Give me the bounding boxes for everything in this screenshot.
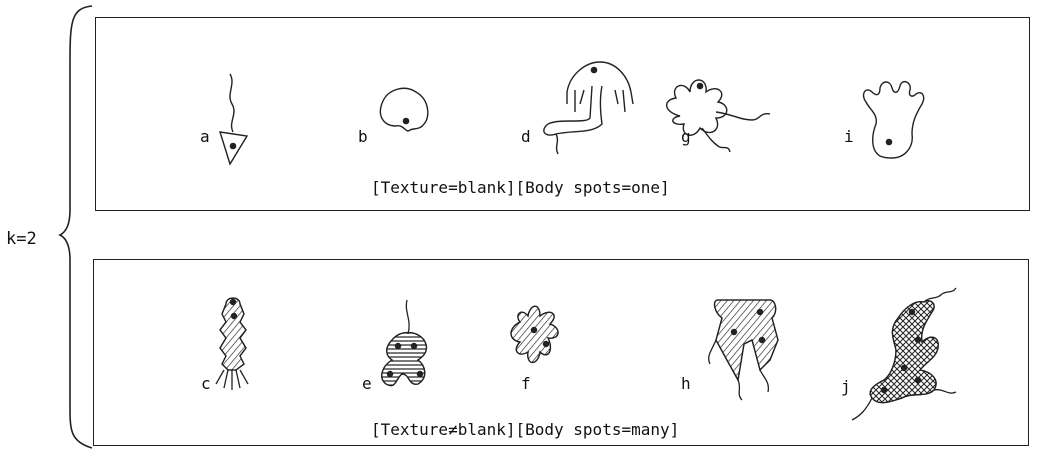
- cluster-1-caption: [Texture=blank][Body spots=one]: [371, 178, 670, 197]
- figure-letter-j: j: [841, 377, 851, 396]
- figure-letter-d: d: [521, 127, 531, 146]
- figure-letter-e: e: [362, 374, 372, 393]
- figure-letter-b: b: [358, 127, 368, 146]
- figure-e: [382, 300, 427, 386]
- cluster-2-caption: [Texture≠blank][Body spots=many]: [371, 420, 679, 439]
- figure-b: [380, 88, 427, 131]
- figure-d: [544, 62, 633, 154]
- figure-h: [709, 300, 778, 400]
- figure-letter-a: a: [200, 127, 210, 146]
- figure-i: [864, 82, 924, 158]
- figure-letter-c: c: [201, 374, 211, 393]
- figure-j: [852, 288, 956, 420]
- figure-c: [216, 298, 248, 390]
- figure-letter-g: g: [681, 127, 691, 146]
- figure-letter-f: f: [521, 374, 531, 393]
- figure-letter-i: i: [844, 127, 854, 146]
- figure-a: [220, 74, 247, 164]
- figure-letter-h: h: [681, 374, 691, 393]
- figure-f: [511, 306, 558, 362]
